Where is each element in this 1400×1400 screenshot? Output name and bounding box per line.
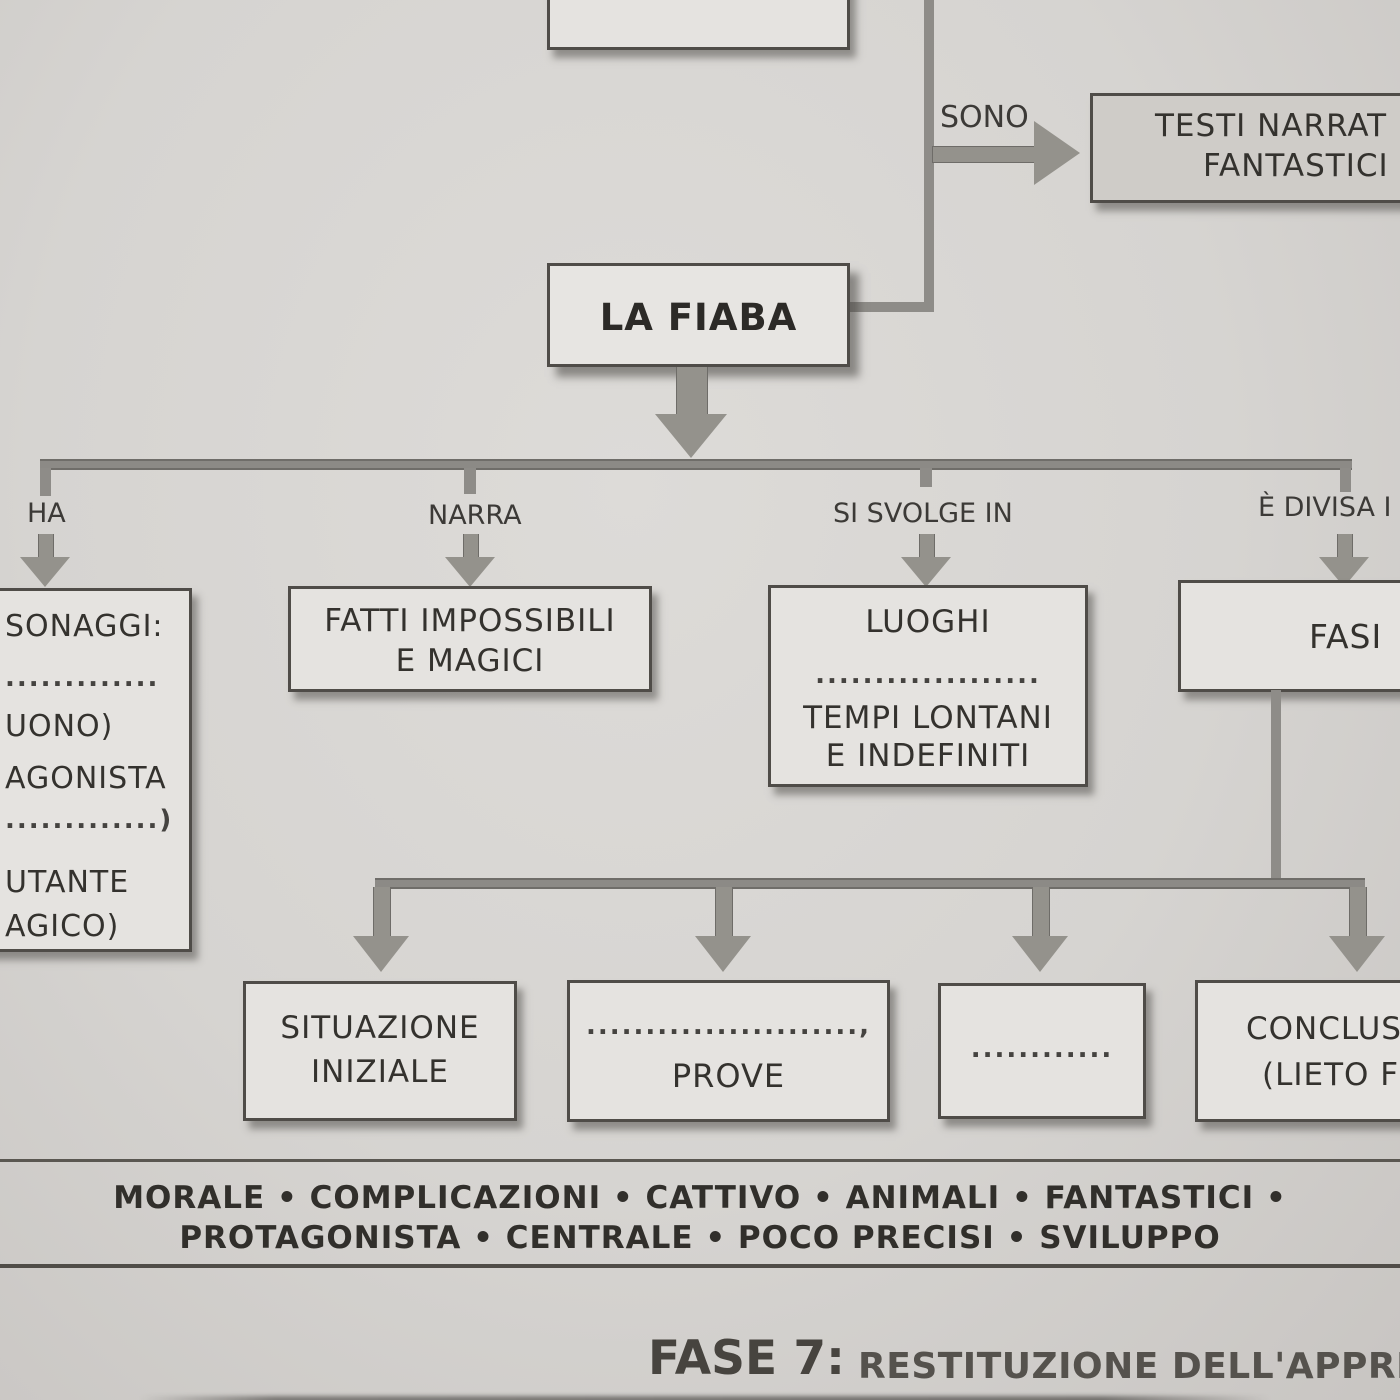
conclusione-arrow-shaft <box>1349 887 1367 938</box>
bar1-stub-ha <box>40 468 51 496</box>
prove-label: PROVE <box>671 1057 786 1095</box>
fasi-connector <box>1271 690 1281 882</box>
branch-label-si-svolge-in: SI SVOLGE IN <box>833 498 1013 529</box>
fasi-box: FASI <box>1178 580 1400 692</box>
connector-elbow-root <box>848 302 934 312</box>
testi-line2: FANTASTICI <box>1203 148 1389 184</box>
divisa-arrow-shaft <box>1337 534 1353 560</box>
personaggi-line: UTANTE <box>5 865 130 900</box>
cut-top-box <box>547 0 850 50</box>
blank-arrow-icon <box>1012 936 1068 972</box>
ha-arrow-shaft <box>38 534 54 560</box>
svolge-arrow-icon <box>901 557 951 587</box>
personaggi-line: SONAGGI: <box>5 609 164 644</box>
fasi-label: FASI <box>1309 617 1383 656</box>
bottom-smudge <box>140 1396 1270 1400</box>
fatti-line1: FATTI IMPOSSIBILI <box>324 603 616 639</box>
prove-box: ......................., PROVE <box>567 980 890 1122</box>
bar1-stub-narra <box>464 468 476 494</box>
branch-label-narra: NARRA <box>428 500 522 531</box>
personaggi-dots: ............. <box>5 663 160 693</box>
branch-bar-1 <box>40 459 1352 470</box>
conclusione-arrow-icon <box>1329 936 1385 972</box>
situazione-line2: INIZIALE <box>311 1054 449 1090</box>
bar1-stub-divisa <box>1340 468 1351 492</box>
prove-arrow-shaft <box>715 887 733 938</box>
narra-arrow-icon <box>445 557 495 587</box>
tempi-line2: E INDEFINITI <box>825 738 1031 774</box>
ha-arrow-icon <box>20 557 70 587</box>
word-bank-rule-top <box>0 1159 1400 1162</box>
luoghi-line: LUOGHI <box>865 604 991 640</box>
conclusione-line1: CONCLUS <box>1246 1011 1400 1047</box>
blank-dots: ............ <box>970 1034 1114 1064</box>
prove-arrow-icon <box>695 936 751 972</box>
personaggi-line: UONO) <box>5 709 114 744</box>
situazione-iniziale-box: SITUAZIONE INIZIALE <box>243 981 517 1121</box>
bar1-stub-svolge <box>920 468 932 487</box>
word-bank-rule-bottom <box>0 1264 1400 1268</box>
word-bank-line2: PROTAGONISTA • CENTRALE • POCO PRECISI •… <box>179 1220 1221 1256</box>
personaggi-box: SONAGGI: ............. UONO) AGONISTA ..… <box>0 588 192 952</box>
fatti-impossibili-box: FATTI IMPOSSIBILI E MAGICI <box>288 586 652 692</box>
conclusione-line2: (LIETO F <box>1262 1057 1400 1093</box>
svolge-arrow-shaft <box>919 534 935 560</box>
blank-box: ............ <box>938 983 1146 1119</box>
tempi-line1: TEMPI LONTANI <box>803 700 1053 736</box>
fatti-line2: E MAGICI <box>395 643 545 679</box>
sono-arrow-shaft <box>932 146 1038 163</box>
situazione-arrow-shaft <box>373 887 391 938</box>
personaggi-line: AGONISTA <box>5 761 167 796</box>
la-fiaba-box: LA FIABA <box>547 263 850 367</box>
testi-narrativi-box: TESTI NARRAT FANTASTICI <box>1090 93 1400 203</box>
word-bank-line1: MORALE • COMPLICAZIONI • CATTIVO • ANIMA… <box>113 1180 1287 1216</box>
sono-arrow-icon <box>1034 121 1080 185</box>
branch-label-ha: HA <box>27 498 66 529</box>
situazione-arrow-icon <box>353 936 409 972</box>
connector-vertical-top <box>924 0 934 312</box>
la-fiaba-label: LA FIABA <box>599 296 798 339</box>
root-down-arrow-shaft <box>676 367 708 417</box>
situazione-line1: SITUAZIONE <box>280 1010 480 1046</box>
fase7-label: FASE 7: <box>648 1331 845 1386</box>
branch-bar-2 <box>375 878 1365 889</box>
testi-line1: TESTI NARRAT <box>1155 108 1388 144</box>
narra-arrow-shaft <box>463 534 479 560</box>
branch-label-e-divisa-in: È DIVISA I <box>1258 492 1392 523</box>
luoghi-dots: ................... <box>815 660 1041 690</box>
fase7-title: RESTITUZIONE DELL'APPREND <box>858 1346 1400 1387</box>
luoghi-tempi-box: LUOGHI ................... TEMPI LONTANI… <box>768 585 1088 787</box>
conclusione-box: CONCLUS (LIETO F <box>1195 980 1400 1122</box>
personaggi-line: AGICO) <box>5 909 120 944</box>
blank-arrow-shaft <box>1032 887 1050 938</box>
prove-dots: ......................., <box>585 1011 872 1041</box>
root-down-arrow-icon <box>655 414 727 458</box>
sono-label: SONO <box>940 100 1029 135</box>
personaggi-dots: .............) <box>5 805 174 835</box>
